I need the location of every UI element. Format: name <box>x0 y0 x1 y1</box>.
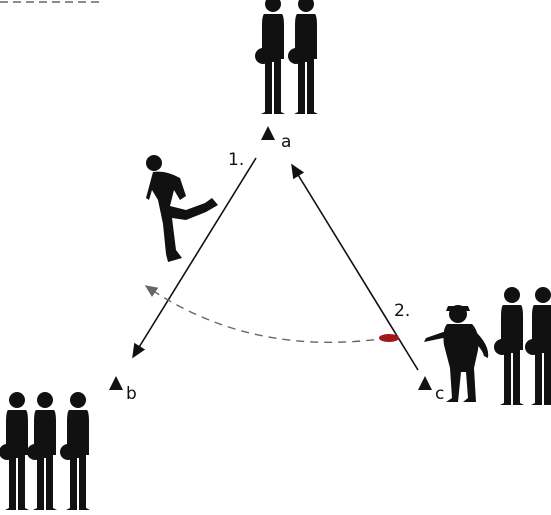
throw-path <box>144 285 389 344</box>
station-label-b: b <box>126 384 137 404</box>
run-path-1 <box>132 157 257 359</box>
player-icon <box>494 287 524 405</box>
station-label-c: c <box>435 384 444 404</box>
player-icon <box>0 392 29 510</box>
thrower-icon <box>424 305 489 402</box>
player-icon <box>525 287 551 405</box>
disc-icon <box>379 334 399 342</box>
player-icon <box>27 392 57 510</box>
step-number-2: 2. <box>394 301 410 321</box>
player-group-a <box>255 0 318 114</box>
player-group-b <box>0 392 90 510</box>
player-icon <box>60 392 90 510</box>
step-number-1: 1. <box>228 150 244 170</box>
player-group-c <box>494 287 551 405</box>
player-icon <box>255 0 285 114</box>
run-path-2 <box>291 163 419 371</box>
cone-a-icon <box>261 126 275 140</box>
cone-b-icon <box>109 376 123 390</box>
player-icon <box>288 0 318 114</box>
station-label-a: a <box>281 132 291 152</box>
runner-icon <box>146 155 218 262</box>
cone-c-icon <box>418 376 432 390</box>
